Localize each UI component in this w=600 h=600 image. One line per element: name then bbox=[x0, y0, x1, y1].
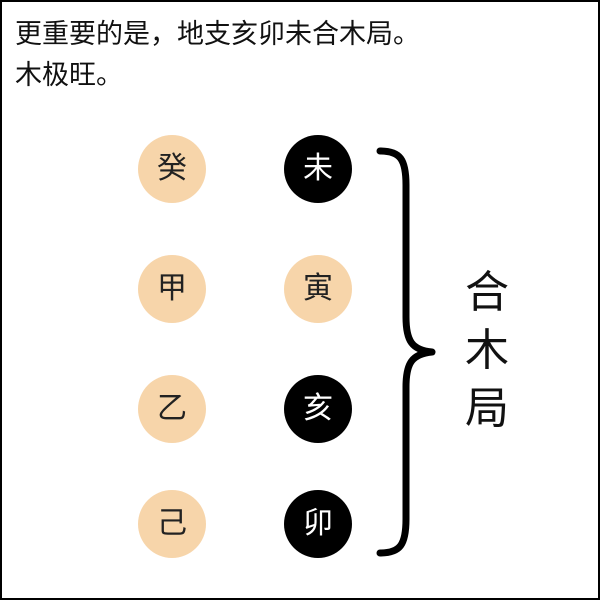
caption-line-2: 木极旺。 bbox=[15, 60, 123, 91]
stem-circle-1: 癸 bbox=[138, 135, 206, 203]
branch-circle-2: 寅 bbox=[284, 255, 352, 323]
branch-circle-1: 未 bbox=[284, 135, 352, 203]
group-label-char-2: 木 bbox=[465, 325, 509, 376]
group-label-char-3: 局 bbox=[465, 383, 509, 434]
caption-line-1: 更重要的是，地支亥卯未合木局。 bbox=[15, 19, 420, 50]
curly-brace bbox=[376, 147, 436, 557]
stem-circle-3: 乙 bbox=[138, 375, 206, 443]
stem-circle-4: 己 bbox=[138, 490, 206, 558]
group-label: 合 木 局 bbox=[457, 264, 517, 438]
stem-circle-2: 甲 bbox=[138, 255, 206, 323]
caption-text: 更重要的是，地支亥卯未合木局。 木极旺。 bbox=[15, 14, 585, 96]
branch-circle-4: 卯 bbox=[284, 490, 352, 558]
branch-circle-3: 亥 bbox=[284, 375, 352, 443]
group-label-char-1: 合 bbox=[465, 267, 509, 318]
